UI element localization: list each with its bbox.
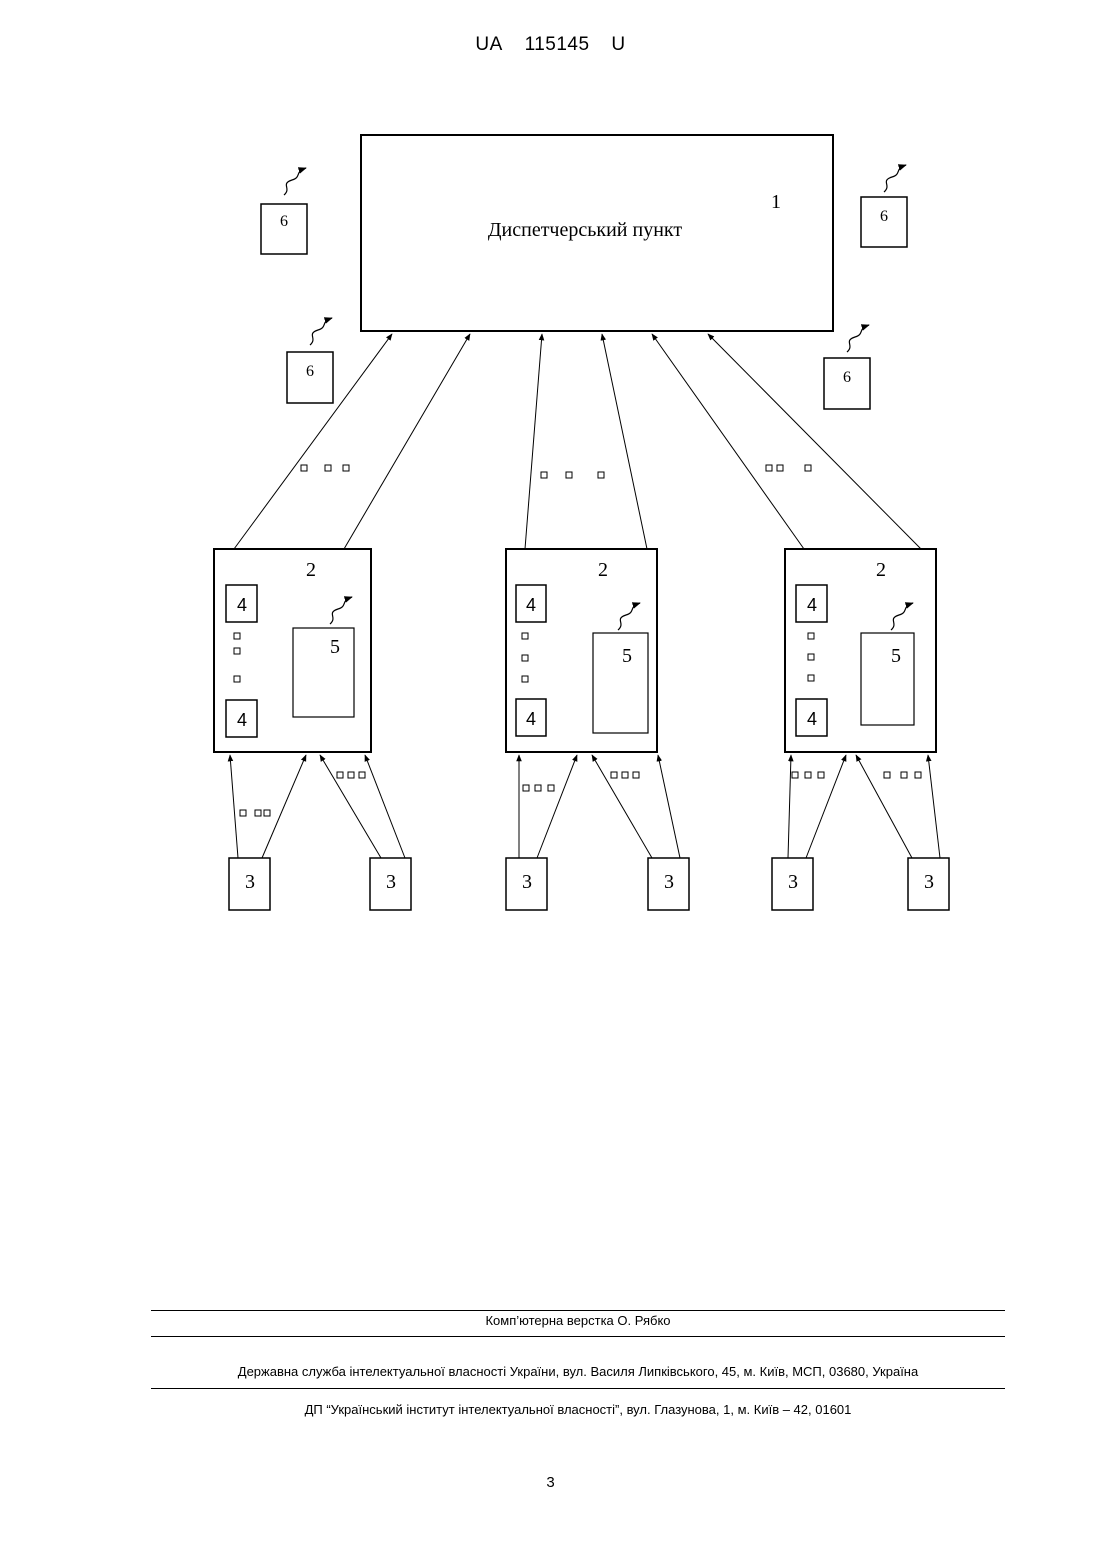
module-ref-label: 4 xyxy=(526,595,536,615)
unit-ref-label: 5 xyxy=(891,645,901,667)
antenna-box-mid-left: 6 xyxy=(287,318,333,403)
antenna-ref-label: 6 xyxy=(880,208,888,225)
sensor-labels: 3 3 3 3 3 3 xyxy=(245,871,934,893)
antenna-ref-label: 6 xyxy=(306,363,314,380)
antenna-box-top-right: 6 xyxy=(861,165,907,247)
institute-address: ДП “Український інститут інтелектуальної… xyxy=(151,1402,1005,1417)
antenna-box-top-left: 6 xyxy=(261,168,307,254)
sensor-lines xyxy=(230,755,940,858)
sensor-ref-label: 3 xyxy=(788,871,798,893)
antenna-ref-label: 6 xyxy=(280,213,288,230)
module-ref-label: 4 xyxy=(237,595,247,615)
dispatch-point-ref: 1 xyxy=(771,191,781,213)
sensor-ellipsis xyxy=(240,772,921,816)
station-ref-label: 2 xyxy=(598,559,608,581)
station-left: 2 4 4 5 xyxy=(214,549,371,752)
module-ref-label: 4 xyxy=(807,709,817,729)
unit-box xyxy=(861,633,914,725)
antenna-ref-label: 6 xyxy=(843,369,851,386)
dispatch-point-block: Диспетчерський пункт 1 xyxy=(361,135,833,331)
module-ref-label: 4 xyxy=(807,595,817,615)
uplink-lines xyxy=(234,334,921,549)
module-ref-label: 4 xyxy=(526,709,536,729)
uplink-ellipsis xyxy=(301,465,811,478)
sensor-ref-label: 3 xyxy=(386,871,396,893)
antenna-signal-icon xyxy=(284,168,306,195)
unit-box xyxy=(293,628,354,717)
footer-divider xyxy=(151,1310,1005,1311)
sensor-ref-label: 3 xyxy=(522,871,532,893)
agency-address: Державна служба інтелектуальної власност… xyxy=(151,1364,1005,1379)
antenna-signal-icon xyxy=(884,165,906,192)
unit-ref-label: 5 xyxy=(622,645,632,667)
station-ref-label: 2 xyxy=(876,559,886,581)
sensor-boxes xyxy=(229,858,949,910)
system-diagram: Диспетчерський пункт 1 6 6 6 6 xyxy=(0,0,1101,960)
module-ref-label: 4 xyxy=(237,710,247,730)
antenna-box-mid-right: 6 xyxy=(824,325,870,409)
sensor-ref-label: 3 xyxy=(245,871,255,893)
footer-divider xyxy=(151,1336,1005,1337)
station-ref-label: 2 xyxy=(306,559,316,581)
unit-box xyxy=(593,633,648,733)
station-right: 2 4 4 5 xyxy=(785,549,936,752)
sensor-ref-label: 3 xyxy=(664,871,674,893)
page-number: 3 xyxy=(0,1474,1101,1491)
dispatch-point-title: Диспетчерський пункт xyxy=(488,219,682,241)
antenna-signal-icon xyxy=(310,318,332,345)
station-middle: 2 4 4 5 xyxy=(506,549,657,752)
layout-credit: Комп’ютерна верстка О. Рябко xyxy=(151,1313,1005,1328)
footer-divider xyxy=(151,1388,1005,1389)
sensor-ref-label: 3 xyxy=(924,871,934,893)
unit-ref-label: 5 xyxy=(330,636,340,658)
antenna-signal-icon xyxy=(847,325,869,352)
